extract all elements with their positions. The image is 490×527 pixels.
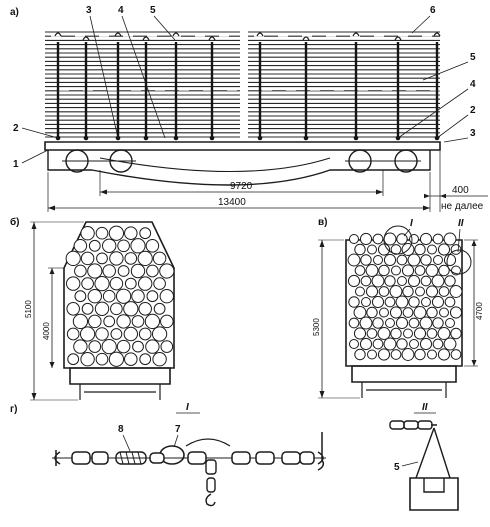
callout-4-right: 4 bbox=[470, 79, 476, 90]
callout-1: 1 bbox=[13, 159, 19, 170]
node-II-label: II bbox=[458, 218, 464, 229]
bogie-left bbox=[62, 149, 136, 173]
callout-3-top: 3 bbox=[86, 5, 92, 16]
panel-label-b: б) bbox=[10, 216, 20, 228]
callout-5-right: 5 bbox=[470, 52, 476, 63]
dim-5300: 5300 bbox=[312, 318, 321, 336]
logs-section-v bbox=[347, 232, 463, 361]
dim-note-ne-dalee: не далее bbox=[441, 201, 484, 212]
logs-section-b bbox=[65, 225, 175, 367]
wagon-frame bbox=[44, 141, 441, 186]
stanchions bbox=[54, 32, 441, 141]
node-I-circle bbox=[383, 225, 413, 255]
dim-400: 400 bbox=[452, 185, 469, 196]
hook-detail-title: II bbox=[422, 402, 428, 413]
chain-detail-title: I bbox=[186, 402, 189, 413]
callout-2-right: 2 bbox=[470, 105, 476, 116]
dim-4700: 4700 bbox=[475, 302, 484, 320]
chain-assembly bbox=[52, 432, 326, 507]
callout-3-right: 3 bbox=[470, 128, 476, 139]
panel-label-g: г) bbox=[10, 404, 18, 415]
callout-7: 7 bbox=[175, 424, 181, 435]
cross-section-v bbox=[345, 225, 472, 398]
dim-9720: 9720 bbox=[230, 181, 253, 192]
callout-5-hook: 5 bbox=[394, 462, 400, 473]
panel-label-v: в) bbox=[318, 217, 327, 228]
timber-stack-left bbox=[45, 31, 240, 138]
bogie-right bbox=[345, 149, 421, 173]
dims-section-v: 5300 4700 bbox=[312, 239, 484, 399]
chain-links bbox=[71, 451, 315, 465]
callout-8: 8 bbox=[118, 424, 124, 435]
dim-4000: 4000 bbox=[42, 322, 51, 340]
timber-stack-right bbox=[248, 31, 440, 138]
cross-section-b bbox=[63, 221, 175, 400]
callout-4-top: 4 bbox=[118, 5, 124, 16]
node-II-circle bbox=[446, 249, 472, 275]
callout-2-left: 2 bbox=[13, 123, 19, 134]
callouts-side: 3 4 5 6 5 4 2 3 2 1 bbox=[13, 5, 476, 170]
dimensions-side: 9720 13400 400 не далее bbox=[47, 150, 488, 212]
hook-assembly bbox=[389, 420, 459, 511]
dims-section-b: 5100 4000 bbox=[24, 221, 84, 401]
panel-label-a: а) bbox=[10, 7, 19, 18]
dim-13400: 13400 bbox=[218, 197, 246, 208]
dim-5100: 5100 bbox=[24, 300, 33, 318]
node-I-label: I bbox=[410, 218, 413, 229]
callout-6: 6 bbox=[430, 5, 436, 16]
callout-5-top: 5 bbox=[150, 5, 156, 16]
